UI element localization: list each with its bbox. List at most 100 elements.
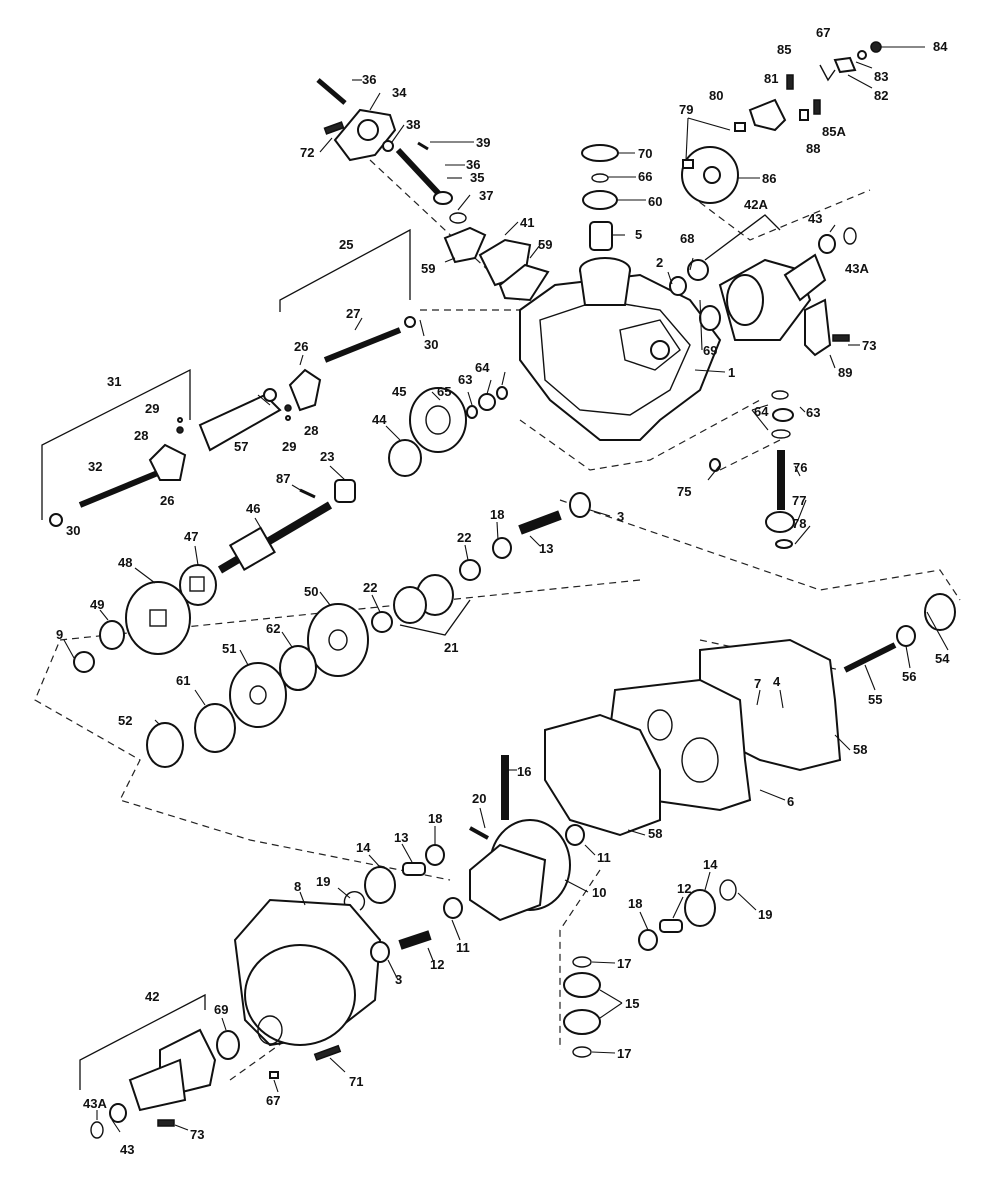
callout-label: 86 (762, 171, 777, 186)
callout-label: 79 (679, 102, 694, 117)
axle-housing-42A (718, 253, 827, 341)
bracket-89 (804, 298, 832, 357)
callout-label: 68 (680, 231, 695, 246)
oring-38 (382, 140, 394, 152)
callout-label: 66 (638, 169, 653, 184)
sleeve-5 (589, 221, 613, 251)
gear-15b (563, 1009, 601, 1035)
callout-label: 41 (520, 215, 535, 230)
ring-43A (843, 227, 857, 245)
rail-32 (78, 467, 167, 508)
ring-19b (719, 879, 737, 901)
callout-label: 19 (758, 907, 773, 922)
bushing-9 (73, 651, 95, 673)
brake-disc-86 (681, 146, 739, 204)
bracket-42A (704, 214, 781, 261)
callout-label: 34 (392, 85, 407, 100)
callout-label: 17 (617, 1046, 632, 1061)
bearing-68 (687, 259, 709, 281)
callout-label: 48 (118, 555, 133, 570)
callout-label: 73 (862, 338, 877, 353)
callout-label: 27 (346, 306, 361, 321)
washer-78 (775, 539, 793, 549)
gear-50 (307, 603, 369, 677)
shaft-55 (843, 642, 897, 673)
washer-64c (771, 429, 791, 439)
callout-label: 19 (316, 874, 331, 889)
bolt-72 (323, 121, 345, 135)
washer-18b (425, 844, 445, 866)
fork-26a (288, 368, 322, 412)
callout-label: 7 (754, 676, 762, 691)
bushing-43b (109, 1103, 127, 1123)
callout-label: 15 (625, 996, 640, 1011)
callout-label: 14 (703, 857, 718, 872)
bearing-60 (582, 190, 618, 210)
pin-87 (299, 488, 316, 499)
callout-label: 64 (754, 404, 769, 419)
callout-label: 82 (874, 88, 889, 103)
callout-label: 73 (190, 1127, 205, 1142)
case-half-8 (233, 898, 382, 1047)
plate-hole-6 (647, 709, 673, 741)
assembly-dashed-line (559, 869, 601, 1050)
spring-28 (284, 404, 292, 412)
bearing-70 (581, 144, 619, 162)
callout-label: 29 (145, 401, 160, 416)
shift-cover-34 (333, 108, 397, 162)
gear-15a (563, 972, 601, 998)
pin-88 (799, 109, 809, 121)
gear-14a (364, 866, 396, 904)
callout-label: 20 (472, 791, 487, 806)
fork-26b (148, 443, 187, 481)
callout-label: 16 (517, 764, 532, 779)
shaft-36b (395, 147, 443, 198)
pin-36 (316, 78, 347, 105)
ring-66 (591, 173, 609, 183)
lever-67 (819, 64, 836, 82)
callout-label: 21 (444, 640, 459, 655)
gear-52 (146, 722, 184, 768)
assembly-dashed-line (229, 1029, 301, 1081)
caliper-81 (748, 98, 787, 132)
callout-label: 67 (266, 1093, 281, 1108)
interlock-57 (198, 388, 282, 452)
callout-label: 55 (868, 692, 883, 707)
callout-label: 85A (822, 124, 846, 139)
callout-label: 30 (66, 523, 81, 538)
gear-51 (229, 662, 287, 728)
callout-label: 36 (362, 72, 377, 87)
callout-label: 43A (845, 261, 869, 276)
callout-label: 88 (806, 141, 821, 156)
cluster-gear-21 (393, 574, 454, 624)
bolt-73b (157, 1119, 175, 1127)
assembly-dashed-line (689, 189, 871, 241)
ball-29b (177, 417, 183, 423)
callout-label: 71 (349, 1074, 364, 1089)
callout-label: 6 (787, 794, 795, 809)
washer-18c (638, 929, 658, 951)
callout-label: 18 (628, 896, 643, 911)
seal-69b (216, 1030, 240, 1060)
callout-label: 44 (372, 412, 387, 427)
callout-label: 36 (466, 157, 481, 172)
shaft-13b (402, 862, 426, 876)
callout-label: 12 (430, 957, 445, 972)
callout-label: 3 (395, 972, 403, 987)
callout-label: 49 (90, 597, 105, 612)
differential-10 (469, 819, 571, 922)
callout-label: 12 (677, 881, 692, 896)
pad-80 (734, 122, 746, 132)
callout-label: 77 (792, 493, 807, 508)
bolt-85 (786, 74, 794, 90)
callout-label: 58 (853, 742, 868, 757)
callout-label: 4 (773, 674, 781, 689)
bushing-43 (818, 234, 836, 254)
callout-label: 52 (118, 713, 133, 728)
callout-label: 63 (458, 372, 473, 387)
bearing-56 (896, 625, 916, 647)
gear-77 (765, 511, 795, 533)
callout-label: 29 (282, 439, 297, 454)
shaft-13a (518, 510, 562, 535)
bushing-3b (370, 941, 390, 963)
